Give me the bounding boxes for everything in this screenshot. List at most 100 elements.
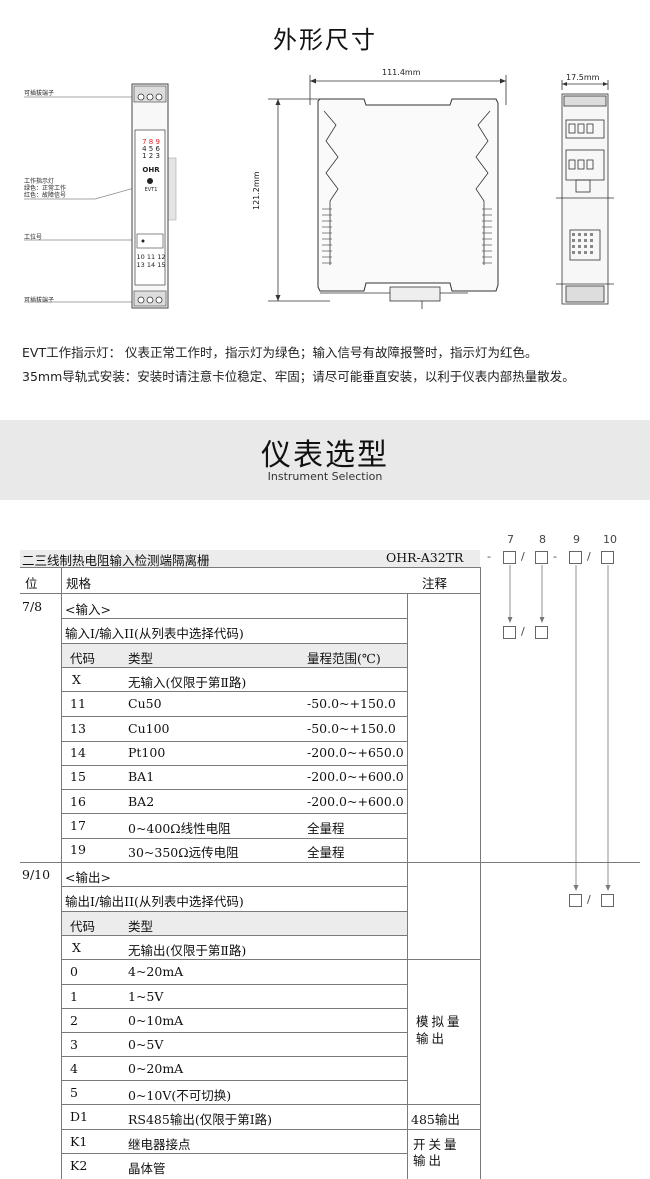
code-box-7[interactable] <box>503 551 516 564</box>
output-type: 4~20mA <box>128 964 184 979</box>
input-range: 全量程 <box>307 845 345 860</box>
output-code-box-2[interactable] <box>601 894 614 907</box>
line <box>61 1008 407 1009</box>
input-type: 30~350Ω远传电阻 <box>128 845 239 860</box>
output-code: X <box>72 940 81 955</box>
input-type: BA1 <box>128 769 155 784</box>
input-label: <输入> <box>65 602 111 617</box>
device-side-view <box>268 75 507 309</box>
output-col-code: 代码 <box>70 919 96 934</box>
line <box>61 1032 407 1033</box>
line <box>61 667 407 668</box>
output-code: K2 <box>70 1158 88 1173</box>
output-type: 0~20mA <box>128 1061 184 1076</box>
line <box>61 691 407 692</box>
line <box>61 716 407 717</box>
input-type: 0~400Ω线性电阻 <box>128 821 231 836</box>
line <box>61 765 407 766</box>
input-code-slash: / <box>521 625 525 638</box>
input-sub: 输入I/输入II(从列表中选择代码) <box>65 626 244 641</box>
input-type: Pt100 <box>128 745 166 760</box>
code-box-10[interactable] <box>601 551 614 564</box>
depth-dimension-label: 17.5mm <box>566 73 600 82</box>
output-type: 0~5V <box>128 1037 164 1052</box>
output-code: D1 <box>70 1109 88 1124</box>
device-front-view <box>131 83 177 309</box>
terminal-top-row1: 7 8 9 <box>142 138 160 146</box>
code-position-9: 9 <box>573 533 580 546</box>
line <box>20 593 480 594</box>
desc-evt-indicator: EVT工作指示灯： 仪表正常工作时，指示灯为绿色；输入信号有故障报警时，指示灯为… <box>22 345 538 360</box>
model-slash-2: / <box>587 550 591 563</box>
selection-title-band <box>0 420 650 500</box>
line <box>61 789 407 790</box>
line <box>61 959 480 960</box>
output-code: 2 <box>70 1013 78 1028</box>
output-type: 无输出(仅限于第Ⅱ路) <box>128 943 247 958</box>
input-code: 19 <box>70 842 86 857</box>
input-pos: 7/8 <box>22 599 43 614</box>
callout-indicator-1: 工作指示灯 <box>24 178 55 185</box>
input-code-box-2[interactable] <box>535 626 548 639</box>
line <box>61 886 407 887</box>
output-sub: 输出I/输出II(从列表中选择代码) <box>65 894 244 909</box>
note-switch-output: 开关量输出 <box>413 1137 460 1168</box>
input-code-box-1[interactable] <box>503 626 516 639</box>
device-terminal-bottom-labels: 10 11 12 13 14 15 <box>133 253 169 269</box>
output-pos: 9/10 <box>22 867 51 882</box>
input-col-range: 量程范围(℃) <box>307 651 381 666</box>
input-range: 全量程 <box>307 821 345 836</box>
product-name: 二三线制热电阻输入检测端隔离栅 <box>22 553 210 568</box>
input-code: 17 <box>70 818 86 833</box>
input-type: 无输入(仅限于第Ⅱ路) <box>128 675 247 690</box>
height-dimension-label: 121.2mm <box>252 171 261 211</box>
input-code: 16 <box>70 794 86 809</box>
output-code-slash: / <box>587 893 591 906</box>
selection-subtitle: Instrument Selection <box>267 470 383 483</box>
header-note: 注释 <box>422 576 448 591</box>
callout-position: 工位号 <box>24 234 43 241</box>
model-slash-1: / <box>521 550 525 563</box>
callout-terminal-top: 可插拔端子 <box>24 90 55 97</box>
code-position-8: 8 <box>539 533 546 546</box>
line <box>61 984 407 985</box>
output-code: K1 <box>70 1134 88 1149</box>
input-range: -200.0~+600.0 <box>307 769 404 784</box>
output-column-header-shade <box>61 911 407 935</box>
output-type: RS485输出(仅限于第Ⅰ路) <box>128 1112 273 1127</box>
code-position-7: 7 <box>507 533 514 546</box>
line <box>61 741 407 742</box>
code-box-8[interactable] <box>535 551 548 564</box>
line <box>61 618 407 619</box>
line <box>407 593 408 1179</box>
input-type: Cu50 <box>128 696 162 711</box>
desc-rail-mount: 35mm导轨式安装：安装时请注意卡位稳定、牢固；请尽可能垂直安装，以利于仪表内部… <box>22 369 575 384</box>
output-type: 1~5V <box>128 989 164 1004</box>
output-code: 3 <box>70 1037 78 1052</box>
output-type: 继电器接点 <box>128 1137 191 1152</box>
input-range: -200.0~+650.0 <box>307 745 404 760</box>
output-type: 晶体管 <box>128 1161 166 1176</box>
line <box>61 838 407 839</box>
input-col-type: 类型 <box>128 651 154 666</box>
callout-indicator-2: 绿色：正常工作 <box>24 185 67 192</box>
terminal-top-row2: 4 5 6 <box>142 145 160 153</box>
input-code: 15 <box>70 769 86 784</box>
output-code-box-1[interactable] <box>569 894 582 907</box>
output-code: 1 <box>70 989 78 1004</box>
line <box>61 1153 407 1154</box>
line <box>61 567 62 1179</box>
line <box>480 567 481 1179</box>
model-dash-1: - <box>487 550 491 563</box>
header-spec: 规格 <box>66 576 92 591</box>
input-range: -200.0~+600.0 <box>307 794 404 809</box>
width-dimension-label: 111.4mm <box>382 68 421 77</box>
line <box>61 1056 407 1057</box>
model-dash-2: - <box>553 550 557 563</box>
input-code: X <box>72 672 81 687</box>
code-box-9[interactable] <box>569 551 582 564</box>
callout-terminal-bottom: 可插拔端子 <box>24 297 55 304</box>
output-type: 0~10V(不可切换) <box>128 1088 232 1103</box>
output-code: 5 <box>70 1085 78 1100</box>
code-arrows <box>507 565 611 891</box>
